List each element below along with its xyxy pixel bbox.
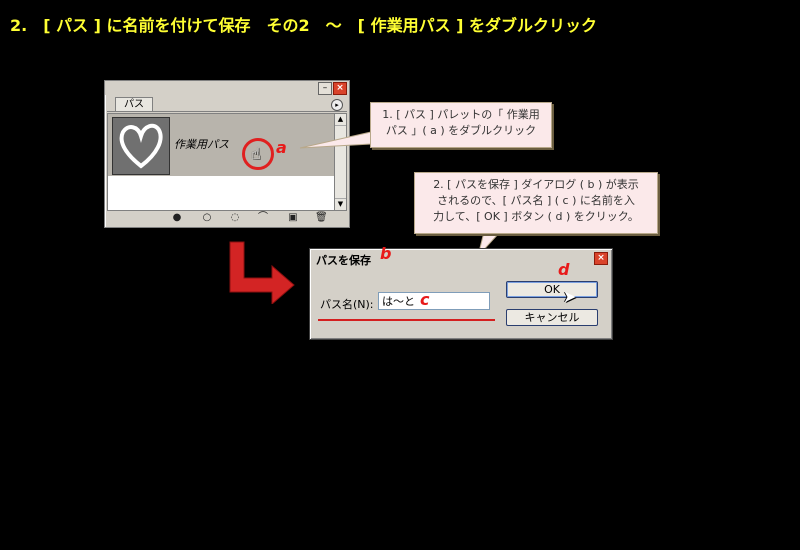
trash-icon[interactable]: 🗑 <box>315 212 328 223</box>
label-b: b <box>380 244 392 263</box>
label-c: c <box>420 290 430 309</box>
close-icon[interactable]: × <box>333 82 347 95</box>
callout1-line1: 1. [ パス ] パレットの「 作業用 <box>382 108 540 121</box>
palette-footer: ● ○ ◌ ⌒ ▣ 🗑 <box>107 211 347 225</box>
callout2-line2: されるので、[ パス名 ] ( c ) に名前を入 <box>437 194 635 207</box>
paths-palette: – × パス ▸ 作業用パス ☝ ▲ ▼ ● ○ ◌ ⌒ ▣ 🗑 <box>104 80 350 228</box>
heart-path-thumbnail <box>112 117 170 175</box>
double-click-highlight: ☝ <box>242 138 274 170</box>
callout2-line3: 力して、[ OK ] ボタン ( d ) をクリック。 <box>433 210 639 223</box>
label-a: a <box>276 138 287 157</box>
stroke-path-icon[interactable]: ○ <box>202 212 212 223</box>
new-path-icon[interactable]: ▣ <box>288 212 298 223</box>
palette-scrollbar[interactable]: ▲ ▼ <box>334 113 347 211</box>
palette-menu-icon[interactable]: ▸ <box>331 99 343 111</box>
label-d: d <box>558 260 570 279</box>
page-title: 2. [ パス ] に名前を付けて保存 その2 ～ [ 作業用パス ] をダブル… <box>10 16 598 35</box>
callout1-line2: パス 」( a ) をダブルクリック <box>385 124 537 137</box>
callout1-pointer <box>299 131 372 149</box>
scroll-up-icon[interactable]: ▲ <box>335 114 346 126</box>
path-item-work-path[interactable]: 作業用パス ☝ <box>108 114 334 176</box>
tab-paths[interactable]: パス <box>115 97 153 111</box>
load-selection-icon[interactable]: ◌ <box>230 212 240 223</box>
callout-step1: 1. [ パス ] パレットの「 作業用 パス 」( a ) をダブルクリック <box>370 102 552 148</box>
scroll-down-icon[interactable]: ▼ <box>335 198 346 210</box>
arrow-cursor-icon: ➤ <box>563 287 577 306</box>
ok-button[interactable]: OK <box>506 281 598 298</box>
palette-tabbar: パス ▸ <box>107 97 347 112</box>
path-name-input[interactable] <box>378 292 490 310</box>
make-work-path-icon[interactable]: ⌒ <box>258 212 268 223</box>
fill-path-icon[interactable]: ● <box>172 212 182 223</box>
red-arrow-icon <box>229 241 295 304</box>
palette-titlebar[interactable]: – × <box>105 81 349 95</box>
close-icon[interactable]: × <box>594 252 608 265</box>
minimize-icon[interactable]: – <box>318 82 332 95</box>
field-underline <box>318 319 495 321</box>
path-item-label: 作業用パス <box>174 138 229 151</box>
save-path-dialog: パスを保存 × パス名(N): OK キャンセル ➤ <box>309 248 613 340</box>
callout-step2: 2. [ パスを保存 ] ダイアログ ( b ) が表示 されるので、[ パス名… <box>414 172 658 234</box>
heart-icon <box>119 123 163 169</box>
dialog-title: パスを保存 <box>316 254 371 267</box>
path-name-label: パス名(N): <box>320 298 374 311</box>
cancel-button[interactable]: キャンセル <box>506 309 598 326</box>
hand-cursor-icon: ☝ <box>251 144 261 163</box>
callout2-line1: 2. [ パスを保存 ] ダイアログ ( b ) が表示 <box>433 178 639 191</box>
